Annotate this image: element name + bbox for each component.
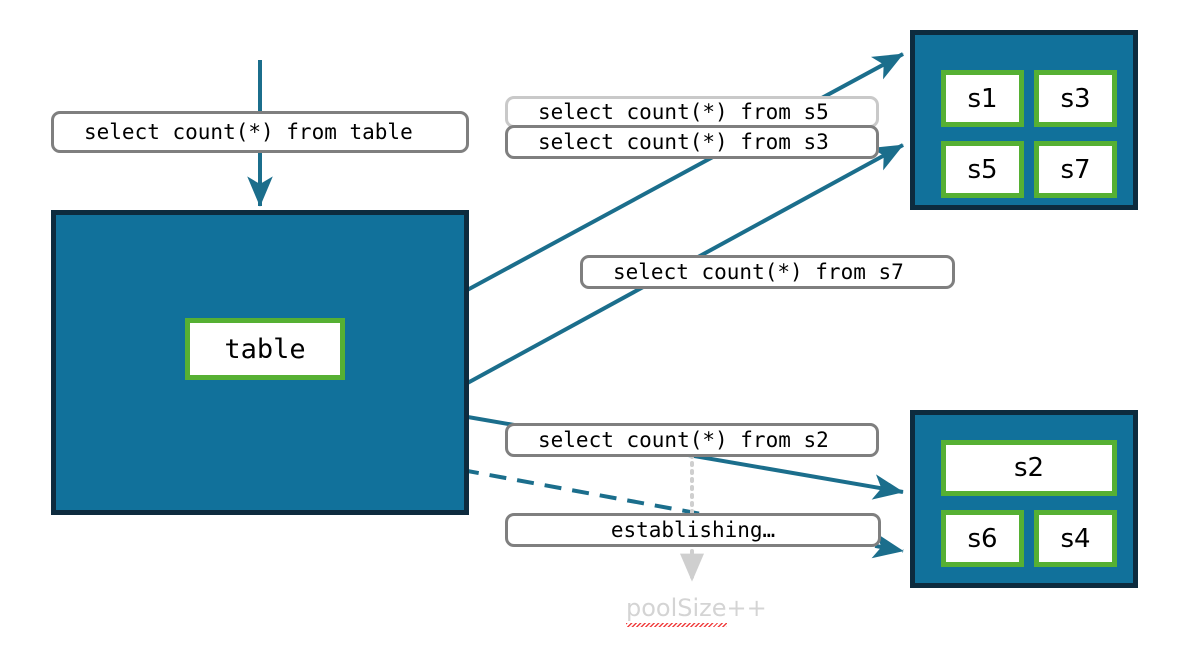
node-s5-label: s5 [967, 154, 998, 185]
node-s6-label: s6 [967, 523, 998, 554]
annotation-poolsize: poolSize++ [626, 594, 767, 627]
node-table[interactable]: table [185, 318, 345, 380]
label-query-table-text: select count(*) from table [84, 120, 413, 144]
node-s4[interactable]: s4 [1034, 510, 1117, 567]
label-query-s7-text: select count(*) from s7 [613, 260, 904, 284]
node-s2[interactable]: s2 [941, 440, 1117, 496]
label-query-s7[interactable]: select count(*) from s7 [580, 255, 955, 289]
server-group-top: s1 s3 s5 s7 [910, 30, 1138, 210]
label-query-s2[interactable]: select count(*) from s2 [505, 423, 879, 457]
node-s5[interactable]: s5 [941, 141, 1024, 198]
label-query-s2-text: select count(*) from s2 [538, 428, 829, 452]
node-s3-label: s3 [1060, 83, 1091, 114]
label-query-s5[interactable]: select count(*) from s5 [505, 96, 879, 128]
node-s1-label: s1 [967, 83, 998, 114]
annotation-poolsize-word: poolSize [626, 594, 727, 627]
server-group-bottom: s2 s6 s4 [910, 410, 1138, 588]
node-s7-label: s7 [1060, 154, 1091, 185]
node-s3[interactable]: s3 [1034, 70, 1117, 127]
arrow-table-to-s5 [457, 52, 904, 297]
node-s4-label: s4 [1060, 523, 1091, 554]
node-s1[interactable]: s1 [941, 70, 1024, 127]
node-s2-label: s2 [1013, 453, 1045, 483]
label-query-s5-text: select count(*) from s5 [538, 100, 829, 124]
table-group: table [51, 210, 469, 515]
node-s6[interactable]: s6 [941, 510, 1024, 567]
node-table-label: table [224, 333, 306, 365]
annotation-poolsize-suffix: ++ [726, 594, 767, 622]
label-query-table[interactable]: select count(*) from table [51, 111, 469, 153]
label-query-s3[interactable]: select count(*) from s3 [505, 125, 879, 159]
label-query-s3-text: select count(*) from s3 [538, 130, 829, 154]
label-establishing-text: establishing… [610, 518, 776, 542]
node-s7[interactable]: s7 [1034, 141, 1117, 198]
label-establishing[interactable]: establishing… [505, 513, 881, 547]
